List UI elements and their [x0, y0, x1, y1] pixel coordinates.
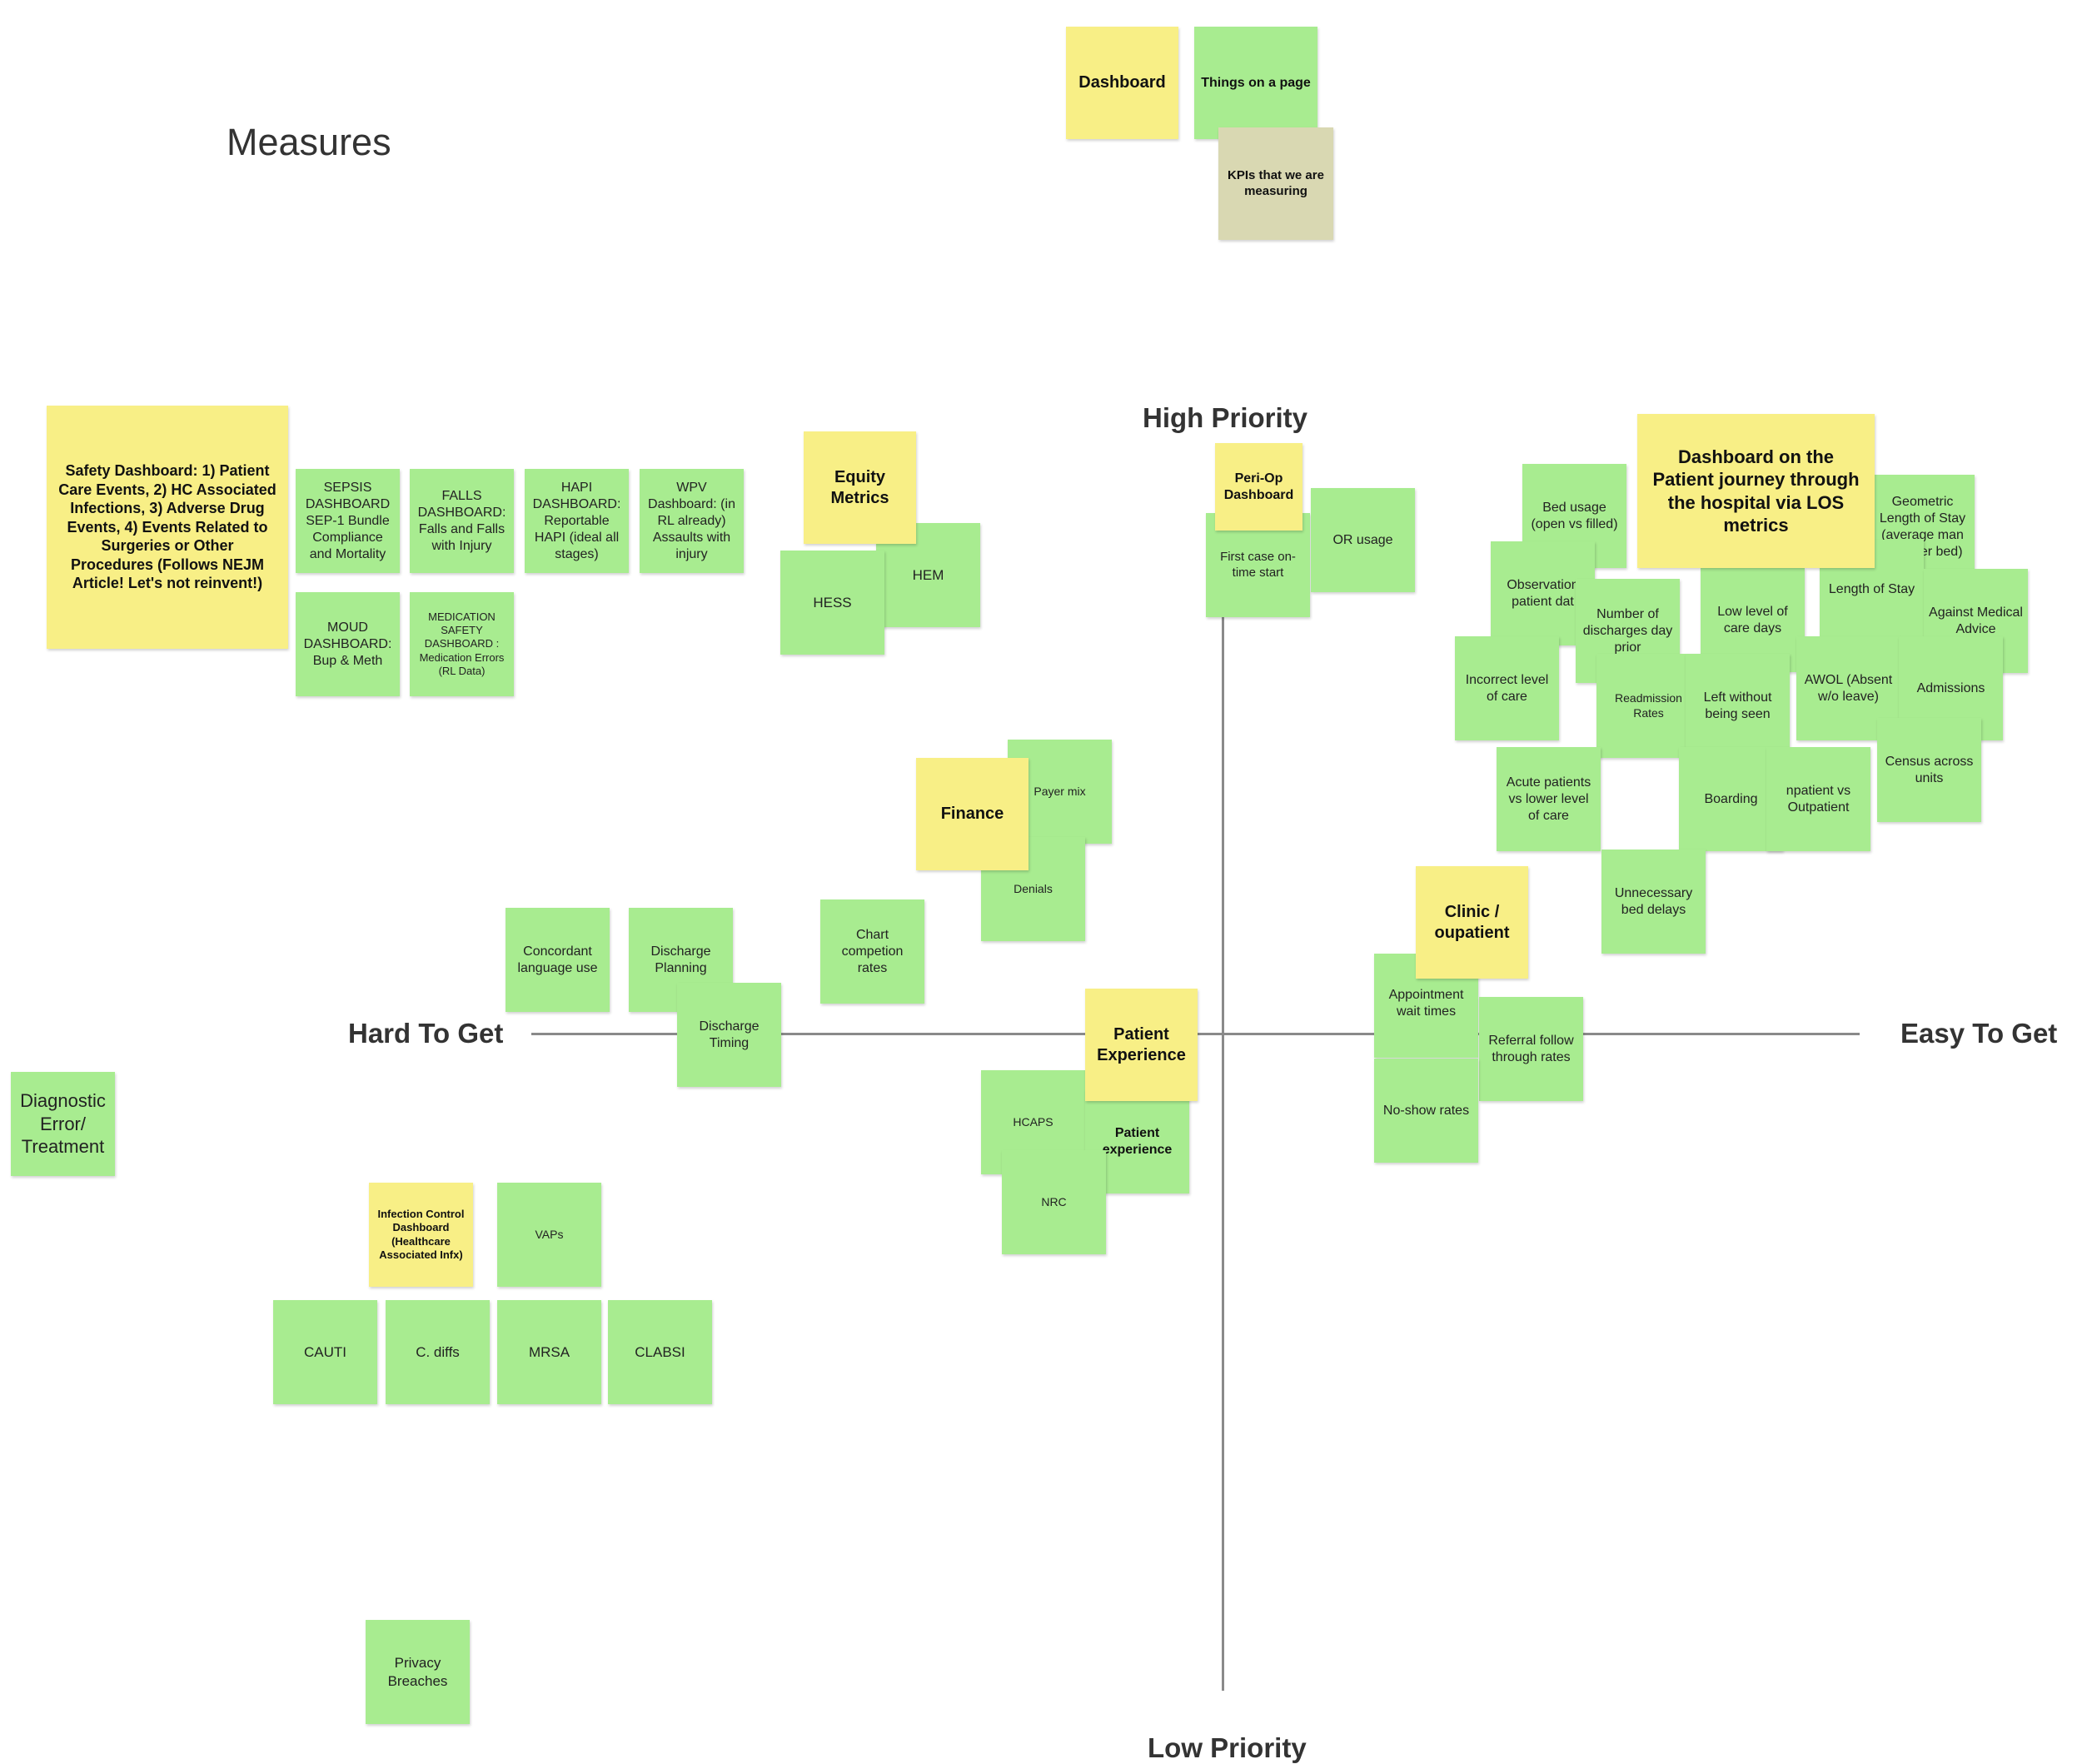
readmission-rates-note[interactable]: Readmission Rates	[1596, 654, 1701, 758]
axis-label-bottom: Low Priority	[1148, 1732, 1307, 1763]
left-without-seen-note[interactable]: Left without being seen	[1686, 654, 1790, 758]
safety-dashboard-note[interactable]: Safety Dashboard: 1) Patient Care Events…	[47, 406, 288, 649]
clinic-outpatient-note[interactable]: Clinic / oupatient	[1416, 866, 1528, 979]
inpatient-outpatient-note[interactable]: npatient vs Outpatient	[1766, 747, 1870, 851]
or-usage-note[interactable]: OR usage	[1311, 488, 1415, 592]
hess-note[interactable]: HESS	[780, 551, 884, 655]
medication-note[interactable]: MEDICATION SAFETY DASHBOARD : Medication…	[410, 592, 514, 696]
nrc-note[interactable]: NRC	[1002, 1150, 1106, 1254]
equity-metrics-note[interactable]: Equity Metrics	[804, 431, 916, 544]
axis-label-top: High Priority	[1143, 402, 1308, 433]
moud-note[interactable]: MOUD DASHBOARD: Bup & Meth	[296, 592, 400, 696]
no-show-note[interactable]: No-show rates	[1374, 1059, 1478, 1163]
wpv-note[interactable]: WPV Dashboard: (in RL already) Assaults …	[640, 469, 744, 573]
legend-dashboard-note[interactable]: Dashboard	[1066, 27, 1178, 139]
c-diffs-note[interactable]: C. diffs	[386, 1300, 490, 1404]
acute-patients-note[interactable]: Acute patients vs lower level of care	[1497, 747, 1601, 851]
clabsi-note[interactable]: CLABSI	[608, 1300, 712, 1404]
chart-completion-note[interactable]: Chart competion rates	[820, 899, 924, 1004]
hapi-note[interactable]: HAPI DASHBOARD: Reportable HAPI (ideal a…	[525, 469, 629, 573]
bed-delays-note[interactable]: Unnecessary bed delays	[1601, 850, 1706, 954]
axis-label-right: Easy To Get	[1900, 1018, 2058, 1049]
vertical-axis	[1222, 516, 1224, 1691]
vaps-note[interactable]: VAPs	[497, 1183, 601, 1287]
legend-kpis-note[interactable]: KPIs that we are measuring	[1218, 127, 1333, 240]
sepsis-note[interactable]: SEPSIS DASHBOARD SEP-1 Bundle Compliance…	[296, 469, 400, 573]
mrsa-note[interactable]: MRSA	[497, 1300, 601, 1404]
periop-dashboard-note[interactable]: Peri-Op Dashboard	[1215, 443, 1302, 531]
board-title: Measures	[227, 121, 391, 163]
axis-label-left: Hard To Get	[348, 1018, 504, 1049]
privacy-breaches-note[interactable]: Privacy Breaches	[366, 1620, 470, 1724]
diagnostic-error-note[interactable]: Diagnostic Error/ Treatment	[11, 1072, 115, 1176]
incorrect-level-care-note[interactable]: Incorrect level of care	[1455, 636, 1559, 740]
falls-note[interactable]: FALLS DASHBOARD: Falls and Falls with In…	[410, 469, 514, 573]
census-units-note[interactable]: Census across units	[1877, 718, 1981, 822]
concordant-language-note[interactable]: Concordant language use	[506, 908, 610, 1012]
patient-experience-note[interactable]: Patient Experience	[1085, 989, 1198, 1101]
cauti-note[interactable]: CAUTI	[273, 1300, 377, 1404]
referral-rates-note[interactable]: Referral follow through rates	[1479, 997, 1583, 1101]
finance-note[interactable]: Finance	[916, 758, 1029, 870]
legend-things-note[interactable]: Things on a page	[1194, 27, 1317, 139]
boarding-note[interactable]: Boarding	[1679, 747, 1783, 851]
discharge-timing-note[interactable]: Discharge Timing	[677, 983, 781, 1087]
infection-control-note[interactable]: Infection Control Dashboard (Healthcare …	[369, 1183, 473, 1287]
los-dashboard-note[interactable]: Dashboard on the Patient journey through…	[1637, 414, 1875, 568]
